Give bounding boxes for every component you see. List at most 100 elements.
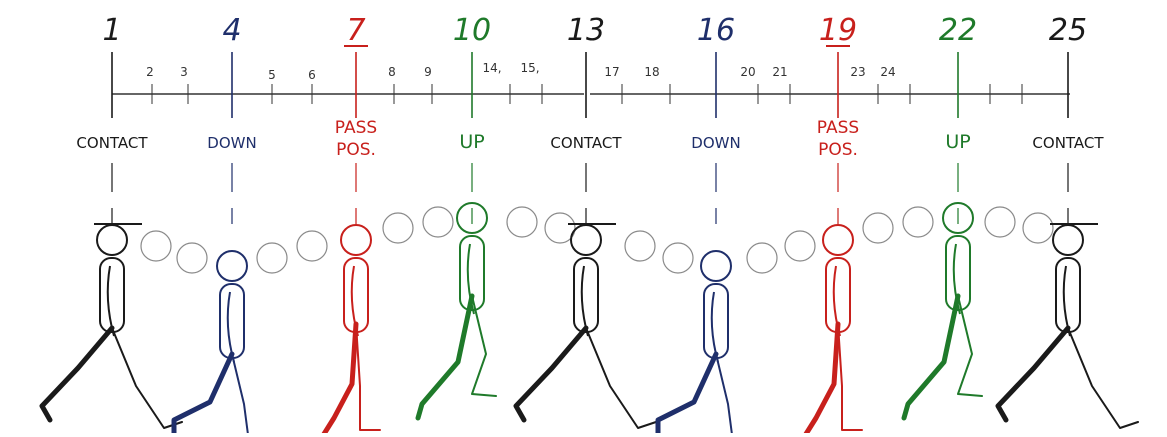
figure-leg	[806, 324, 838, 433]
inbetween-number: 5	[268, 68, 276, 82]
inbetween-number: 18	[644, 65, 659, 79]
figure-head	[97, 225, 127, 255]
figure-torso	[826, 258, 850, 332]
walk-figure-contact	[516, 224, 656, 428]
figure-arm	[1064, 266, 1070, 336]
figure-leg	[1068, 328, 1138, 428]
key-frame-number: 7	[346, 13, 365, 48]
figure-arm	[712, 292, 718, 362]
key-pose-label: CONTACT	[550, 134, 622, 152]
figure-leg	[998, 328, 1068, 420]
figure-head	[341, 225, 371, 255]
figure-head	[1053, 225, 1083, 255]
inbetween-head	[747, 243, 777, 273]
inbetween-head	[297, 231, 327, 261]
figure-arm	[108, 266, 114, 336]
inbetween-number: 8	[388, 65, 396, 79]
key-frame-number: 22	[939, 13, 977, 48]
key-frame-number: 1	[102, 13, 121, 48]
key-pose-label-line2: POS.	[336, 140, 376, 160]
inbetween-number: 23	[850, 65, 865, 79]
key-pose-label: CONTACT	[76, 134, 148, 152]
inbetween-number: 14,	[482, 61, 501, 75]
figure-torso	[100, 258, 124, 332]
inbetween-head	[177, 243, 207, 273]
key-pose-label: DOWN	[691, 134, 740, 152]
inbetween-head	[785, 231, 815, 261]
figure-arm	[582, 266, 588, 336]
figure-head	[571, 225, 601, 255]
inbetween-head	[507, 207, 537, 237]
figure-head	[701, 251, 731, 281]
figure-torso	[220, 284, 244, 358]
inbetween-head	[141, 231, 171, 261]
figure-leg	[472, 296, 496, 396]
inbetween-head	[663, 243, 693, 273]
key-frame-number: 16	[697, 13, 735, 48]
walk-figure-contact	[998, 224, 1138, 428]
walk-figure-down	[174, 251, 272, 433]
figure-leg	[418, 296, 472, 418]
inbetween-number: 21	[772, 65, 787, 79]
inbetween-head	[903, 207, 933, 237]
figure-leg	[112, 328, 182, 428]
figure-torso	[574, 258, 598, 332]
walk-figure-pass	[324, 225, 380, 433]
inbetween-number: 24	[880, 65, 895, 79]
key-pose-label: PASS	[817, 118, 859, 138]
key-pose-label: UP	[459, 131, 484, 153]
inbetween-number: 3	[180, 65, 188, 79]
figure-leg	[658, 354, 716, 433]
figure-arm	[228, 292, 234, 362]
inbetween-head	[1023, 213, 1053, 243]
inbetween-number: 2	[146, 65, 154, 79]
figure-leg	[586, 328, 656, 428]
key-pose-label: CONTACT	[1032, 134, 1104, 152]
walk-figure-contact	[42, 224, 182, 428]
figures	[42, 203, 1138, 433]
figure-leg	[232, 354, 272, 433]
figure-leg	[356, 324, 380, 430]
inbetween-number: 17	[604, 65, 619, 79]
key-frame-number: 19	[819, 13, 857, 48]
inbetween-head	[625, 231, 655, 261]
key-pose-label: DOWN	[207, 134, 256, 152]
figure-leg	[324, 324, 356, 433]
inbetween-head	[423, 207, 453, 237]
inbetween-number: 9	[424, 65, 432, 79]
key-frame-number: 25	[1049, 13, 1087, 48]
walk-figure-up	[418, 203, 496, 418]
inbetween-head	[985, 207, 1015, 237]
figure-leg	[42, 328, 112, 420]
figure-torso	[704, 284, 728, 358]
inbetween-head	[863, 213, 893, 243]
figure-head	[823, 225, 853, 255]
inbetween-head	[383, 213, 413, 243]
figure-torso	[344, 258, 368, 332]
key-frame-number: 13	[567, 13, 605, 48]
figure-leg	[516, 328, 586, 420]
figure-torso	[1056, 258, 1080, 332]
inbetween-head	[257, 243, 287, 273]
key-frame-number: 10	[453, 13, 491, 48]
key-frame-number: 4	[222, 13, 241, 48]
figure-head	[217, 251, 247, 281]
inbetween-number: 15,	[520, 61, 539, 75]
walk-figure-down	[658, 251, 756, 433]
figure-leg	[838, 324, 862, 430]
figure-leg	[958, 296, 982, 396]
walk-figure-pass	[806, 225, 862, 433]
figure-leg	[716, 354, 756, 433]
walk-figure-up	[904, 203, 982, 418]
key-pose-label: UP	[945, 131, 970, 153]
inbetween-number: 6	[308, 68, 316, 82]
inbetween-number: 20	[740, 65, 755, 79]
figure-leg	[174, 354, 232, 433]
key-pose-label-line2: POS.	[818, 140, 858, 160]
key-pose-label: PASS	[335, 118, 377, 138]
figure-leg	[904, 296, 958, 418]
